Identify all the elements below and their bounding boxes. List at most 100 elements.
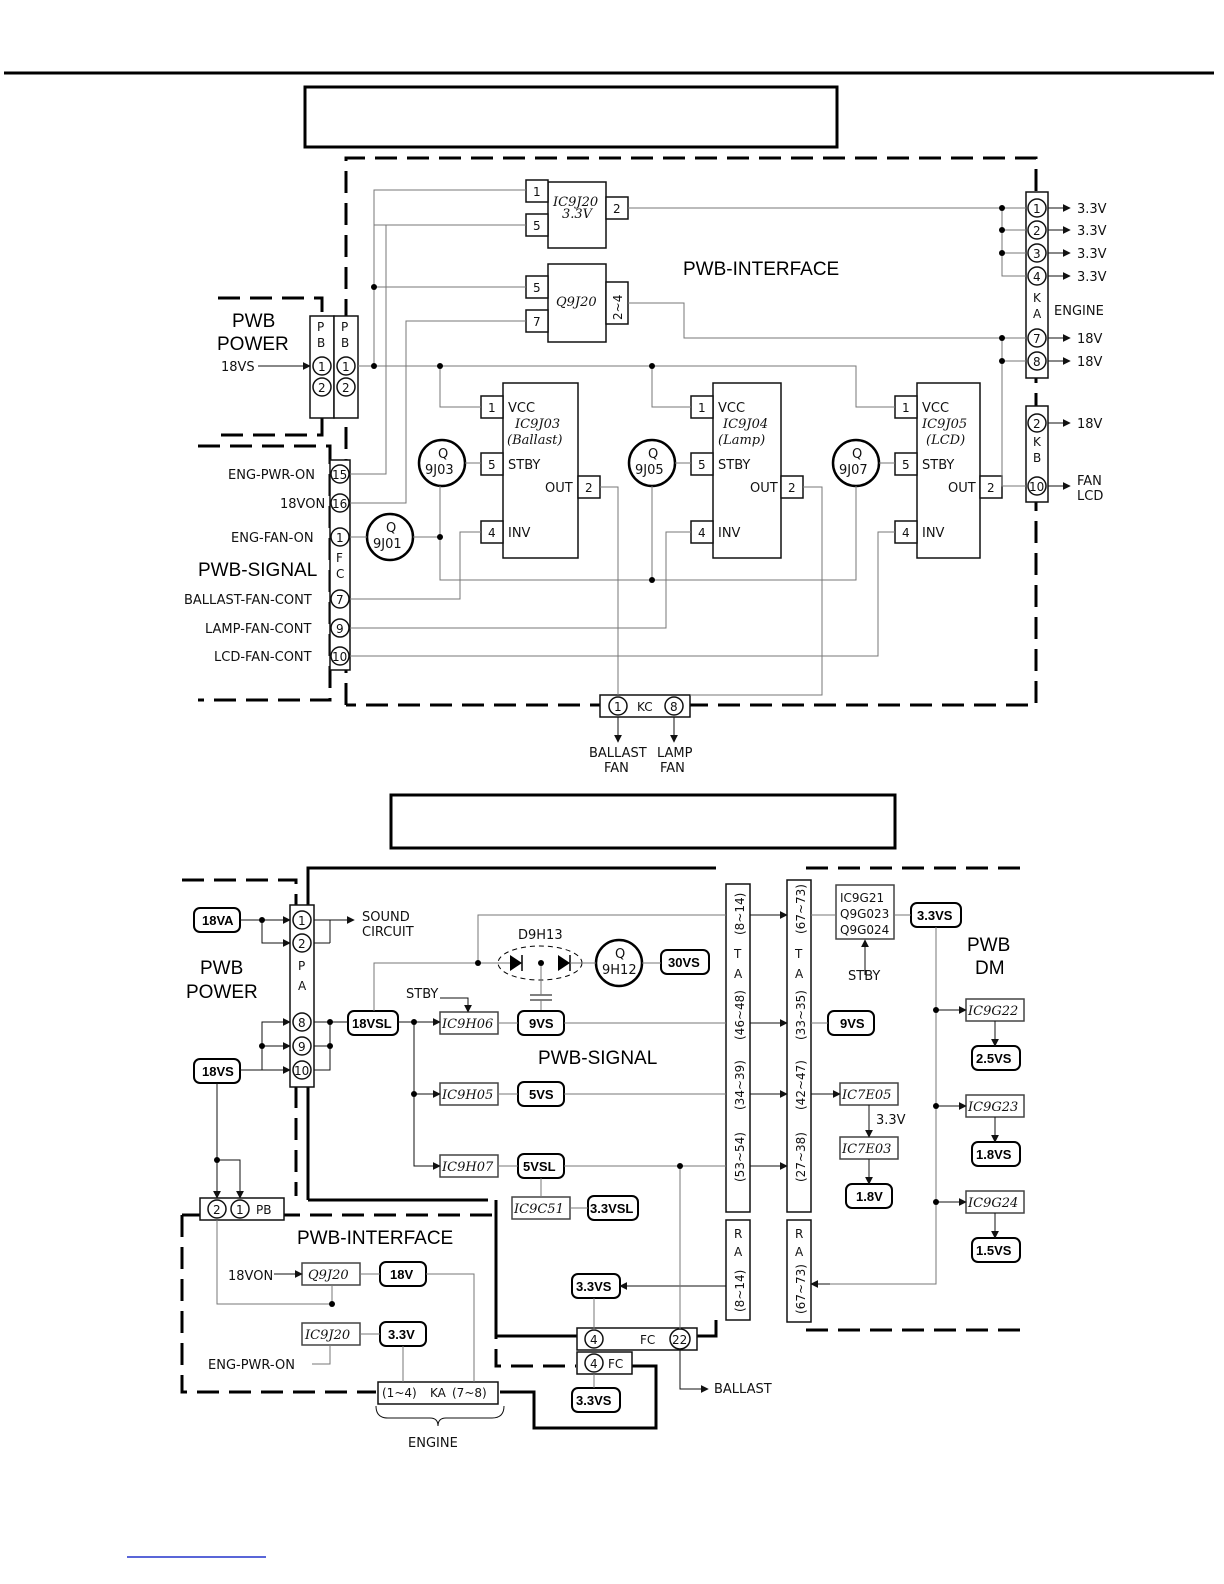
ballast-label: BALLAST — [714, 1382, 772, 1397]
sound-label: SOUND — [362, 910, 410, 925]
ka-letter-a: A — [1033, 307, 1042, 321]
ra-connector-right — [786, 1219, 812, 1323]
ka-output-label: 18V — [1077, 355, 1103, 370]
ta-range-label: (34~39) — [733, 1060, 747, 1110]
bottom-signal-boundary — [494, 1200, 577, 1338]
pa-pin-label: 1 — [298, 914, 306, 928]
ta-range-label: (42~47) — [794, 1060, 808, 1110]
pin-label: 1 — [533, 185, 541, 199]
rail-3v3vsl: 3.3VSL — [590, 1201, 633, 1216]
top-wires — [350, 189, 1026, 696]
ic9h05-label: IC9H05 — [441, 1088, 493, 1103]
q-label: 9J05 — [635, 463, 664, 478]
board-label-signal: PWB-SIGNAL — [538, 1048, 657, 1069]
ta-range-label: (33~35) — [794, 990, 808, 1040]
kb-output-label: 18V — [1077, 417, 1103, 432]
pin-label: 7 — [533, 315, 541, 329]
pb-pin-label: 1 — [236, 1203, 244, 1217]
ra-letter: R — [795, 1227, 803, 1241]
diode-icon — [510, 955, 522, 971]
board-label-power-1: PWB — [200, 958, 243, 979]
ra-range-label: (8~14) — [733, 1270, 747, 1312]
ka-range-label: (7~8) — [452, 1386, 487, 1400]
signal-18von: 18VON — [280, 497, 325, 512]
out-label: OUT — [948, 481, 976, 496]
pin-label: 2~4 — [611, 295, 625, 320]
q-label: Q — [648, 447, 658, 462]
ka-output-label: 3.3V — [1077, 270, 1107, 285]
kc-pin-circle — [664, 696, 684, 716]
q-label: 9J01 — [373, 537, 402, 552]
fan-ic-lamp — [690, 382, 804, 559]
pin-label: 5 — [698, 458, 706, 472]
ka-output-label: 3.3V — [1077, 247, 1107, 262]
rail-3v3v: 3.3V — [388, 1327, 415, 1342]
ka-pin-label: 2 — [1033, 224, 1041, 238]
ra-letter: A — [795, 1245, 804, 1259]
ta-range-label: (46~48) — [733, 990, 747, 1040]
ka-pin-label: 8 — [1033, 355, 1041, 369]
label-3v3: 3.3V — [876, 1113, 906, 1128]
bottom-interface-boundary — [180, 1215, 376, 1394]
pa-pin-label: 10 — [294, 1064, 309, 1078]
stby-label: STBY — [406, 987, 438, 1002]
rail-18v: 18V — [390, 1267, 413, 1282]
fc-pin-label: 9 — [336, 622, 344, 636]
ta-connector-right — [786, 879, 812, 1213]
ic7e03-label: IC7E03 — [841, 1142, 891, 1157]
board-label-interface: PWB-INTERFACE — [683, 259, 839, 280]
rail-1v8v: 1.8V — [856, 1189, 883, 1204]
pa-pin-label: 9 — [298, 1040, 306, 1054]
pin-label: 2 — [987, 481, 995, 495]
ic9j20-label: IC9J20 — [304, 1328, 350, 1343]
fc-pin-label: 16 — [332, 497, 347, 511]
ka-pin-label: 4 — [1033, 270, 1041, 284]
q9j20-switch — [547, 263, 607, 343]
bottom-interface-boundary — [500, 1364, 658, 1430]
ic7e05-label: IC7E05 — [841, 1088, 891, 1103]
kc-label: KC — [637, 700, 653, 714]
pb-label: PB — [256, 1203, 271, 1217]
pa-pin-label: 2 — [298, 937, 306, 951]
kb-output-label: LCD — [1077, 489, 1103, 504]
ic9j03-sub: (Ballast) — [507, 433, 562, 448]
pb-pin-circle — [336, 377, 356, 397]
ka-output-label: 3.3V — [1077, 202, 1107, 217]
fc-connector — [329, 459, 351, 671]
pb-pin-circle — [207, 1199, 227, 1219]
pin-label: 1 — [902, 401, 910, 415]
pin-label: 2 — [585, 481, 593, 495]
pa-pins — [292, 910, 312, 1080]
fc-label: FC — [608, 1357, 623, 1371]
vcc-label: VCC — [922, 401, 949, 416]
rail-3v3vs: 3.3VS — [917, 908, 953, 923]
ic9h06-label: IC9H06 — [441, 1017, 493, 1032]
pb-pin-label: 1 — [342, 360, 350, 374]
kb-letter-b: B — [1033, 451, 1041, 465]
inv-label: INV — [718, 526, 741, 541]
ka-output-label: 18V — [1077, 332, 1103, 347]
engine-brace — [375, 1405, 505, 1427]
rail-5vs: 5VS — [529, 1087, 554, 1102]
pb-pin-circle — [336, 356, 356, 376]
ic9h07-label: IC9H07 — [441, 1160, 494, 1175]
board-label-dm-2: DM — [975, 958, 1005, 979]
fc-pin-label: 4 — [590, 1333, 598, 1347]
pb-letter-4: B — [341, 336, 349, 350]
ta-connector-left — [725, 883, 751, 1213]
rail-3v3vs-fc: 3.3VS — [576, 1279, 612, 1294]
ta-letter: T — [794, 947, 803, 961]
ic9j20-name: IC9J20 — [552, 195, 598, 210]
kb-output-label: FAN — [1077, 474, 1102, 489]
ic9j05-name: IC9J05 — [921, 417, 967, 432]
ta-letter: A — [734, 967, 743, 981]
kc-pin-circle — [608, 696, 628, 716]
signal-lcd-fan-cont: LCD-FAN-CONT — [214, 650, 312, 665]
ta-range-label: (67~73) — [794, 884, 808, 934]
board-label-interface: PWB-INTERFACE — [297, 1228, 453, 1249]
ic9j04-name: IC9J04 — [722, 417, 768, 432]
rail-18vs: 18VS — [202, 1064, 234, 1079]
pb-pin-label: 2 — [213, 1203, 221, 1217]
q9j20-name: Q9J20 — [556, 295, 597, 310]
